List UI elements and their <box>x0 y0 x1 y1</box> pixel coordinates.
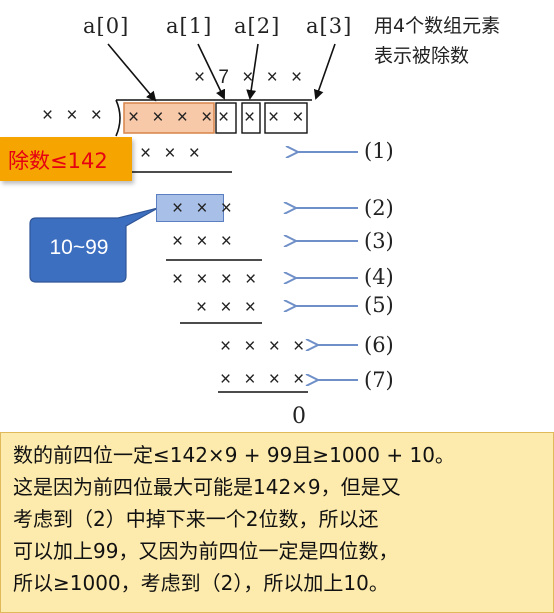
cell-a3-text: × × <box>268 107 308 128</box>
cell-a1-text: × <box>218 107 234 128</box>
range-callout-shape <box>29 207 159 283</box>
marker-5: (5) <box>364 293 394 317</box>
division-bracket <box>115 99 121 137</box>
note-line-5: 所以≥1000，考虑到（2），所以加上10。 <box>13 571 389 595</box>
cell-a3-box <box>264 102 308 134</box>
marker-6: (6) <box>364 333 394 357</box>
row-4: × × × × <box>172 269 261 290</box>
divisor-limit-callout: 除数≤142 <box>0 137 132 181</box>
cell-a2-text: × <box>244 107 260 128</box>
divisor: × × × <box>42 105 106 126</box>
pointer-arrow-a0 <box>107 43 157 102</box>
marker-3: (3) <box>364 229 394 253</box>
remainder: 0 <box>292 404 306 429</box>
row-1: × × × <box>140 143 204 164</box>
row-5: × × × <box>196 297 260 318</box>
cell-a1-box <box>215 102 237 134</box>
row-2-highlight <box>156 194 224 222</box>
cell-a0-box <box>123 102 215 134</box>
caption-line-2: 表示被除数 <box>374 45 470 67</box>
note-line-1: 数的前四位一定≤142×9 + 99且≥1000 + 10。 <box>13 443 455 467</box>
note-line-2: 这是因为前四位最大可能是142×9，但是又 <box>13 475 401 499</box>
row-2: × × × <box>172 198 236 219</box>
explanation-note: 数的前四位一定≤142×9 + 99且≥1000 + 10。 这是因为前四位最大… <box>0 432 554 613</box>
pointer-arrow-a2 <box>246 43 259 100</box>
row-3: × × × <box>172 231 236 252</box>
divisor-limit-text: 除数≤142 <box>8 149 108 173</box>
range-callout-text: 10~99 <box>49 236 109 259</box>
note-line-3: 考虑到（2）中掉下来一个2位数，所以还 <box>13 507 379 531</box>
note-line-4: 可以加上99，又因为前四位一定是四位数， <box>13 539 399 563</box>
pointer-arrow-a1 <box>197 43 226 100</box>
row-7: × × × × <box>220 369 309 390</box>
label-a2: a[2] <box>234 14 281 38</box>
cell-a0-text: × × × × <box>128 107 217 128</box>
marker-7: (7) <box>364 368 394 392</box>
cell-a2-box <box>241 102 261 134</box>
caption-line-1: 用4个数组元素 <box>374 15 501 37</box>
marker-2: (2) <box>364 196 394 220</box>
marker-4: (4) <box>364 265 394 289</box>
row-6: × × × × <box>220 336 309 357</box>
label-a0: a[0] <box>83 14 130 38</box>
marker-1: (1) <box>364 139 394 163</box>
pointer-arrow-a3 <box>313 43 336 100</box>
quotient: × 7 × × × <box>194 67 307 88</box>
label-a3: a[3] <box>306 14 353 38</box>
label-a1: a[1] <box>166 14 213 38</box>
